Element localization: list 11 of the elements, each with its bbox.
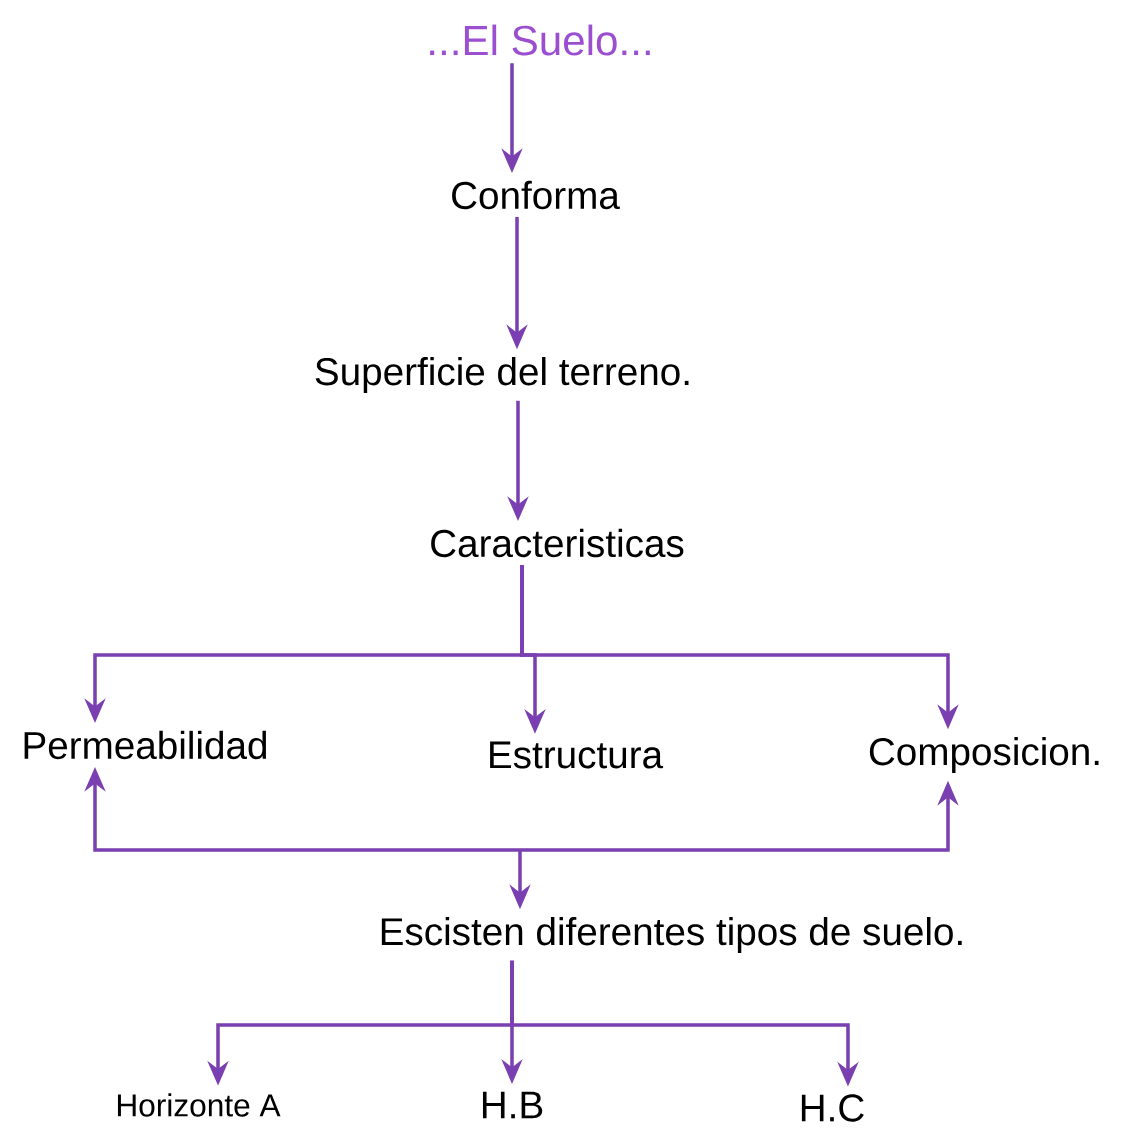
node-label: ...El Suelo...: [430, 24, 650, 56]
node-label: Escisten diferentes tipos de suelo.: [381, 917, 962, 953]
node-label: Superficie del terreno.: [315, 357, 689, 393]
node-label: H.C: [801, 1094, 864, 1122]
node-label: Conforma: [452, 180, 620, 210]
node-label: Horizonte A: [117, 1093, 281, 1117]
node-label: Permeabilidad: [24, 730, 266, 760]
node-label: Estructura: [490, 741, 664, 769]
node-label: H.B: [482, 1091, 543, 1119]
node-label: Caracteristicas: [431, 528, 684, 558]
node-label: Composicion.: [869, 737, 1099, 773]
